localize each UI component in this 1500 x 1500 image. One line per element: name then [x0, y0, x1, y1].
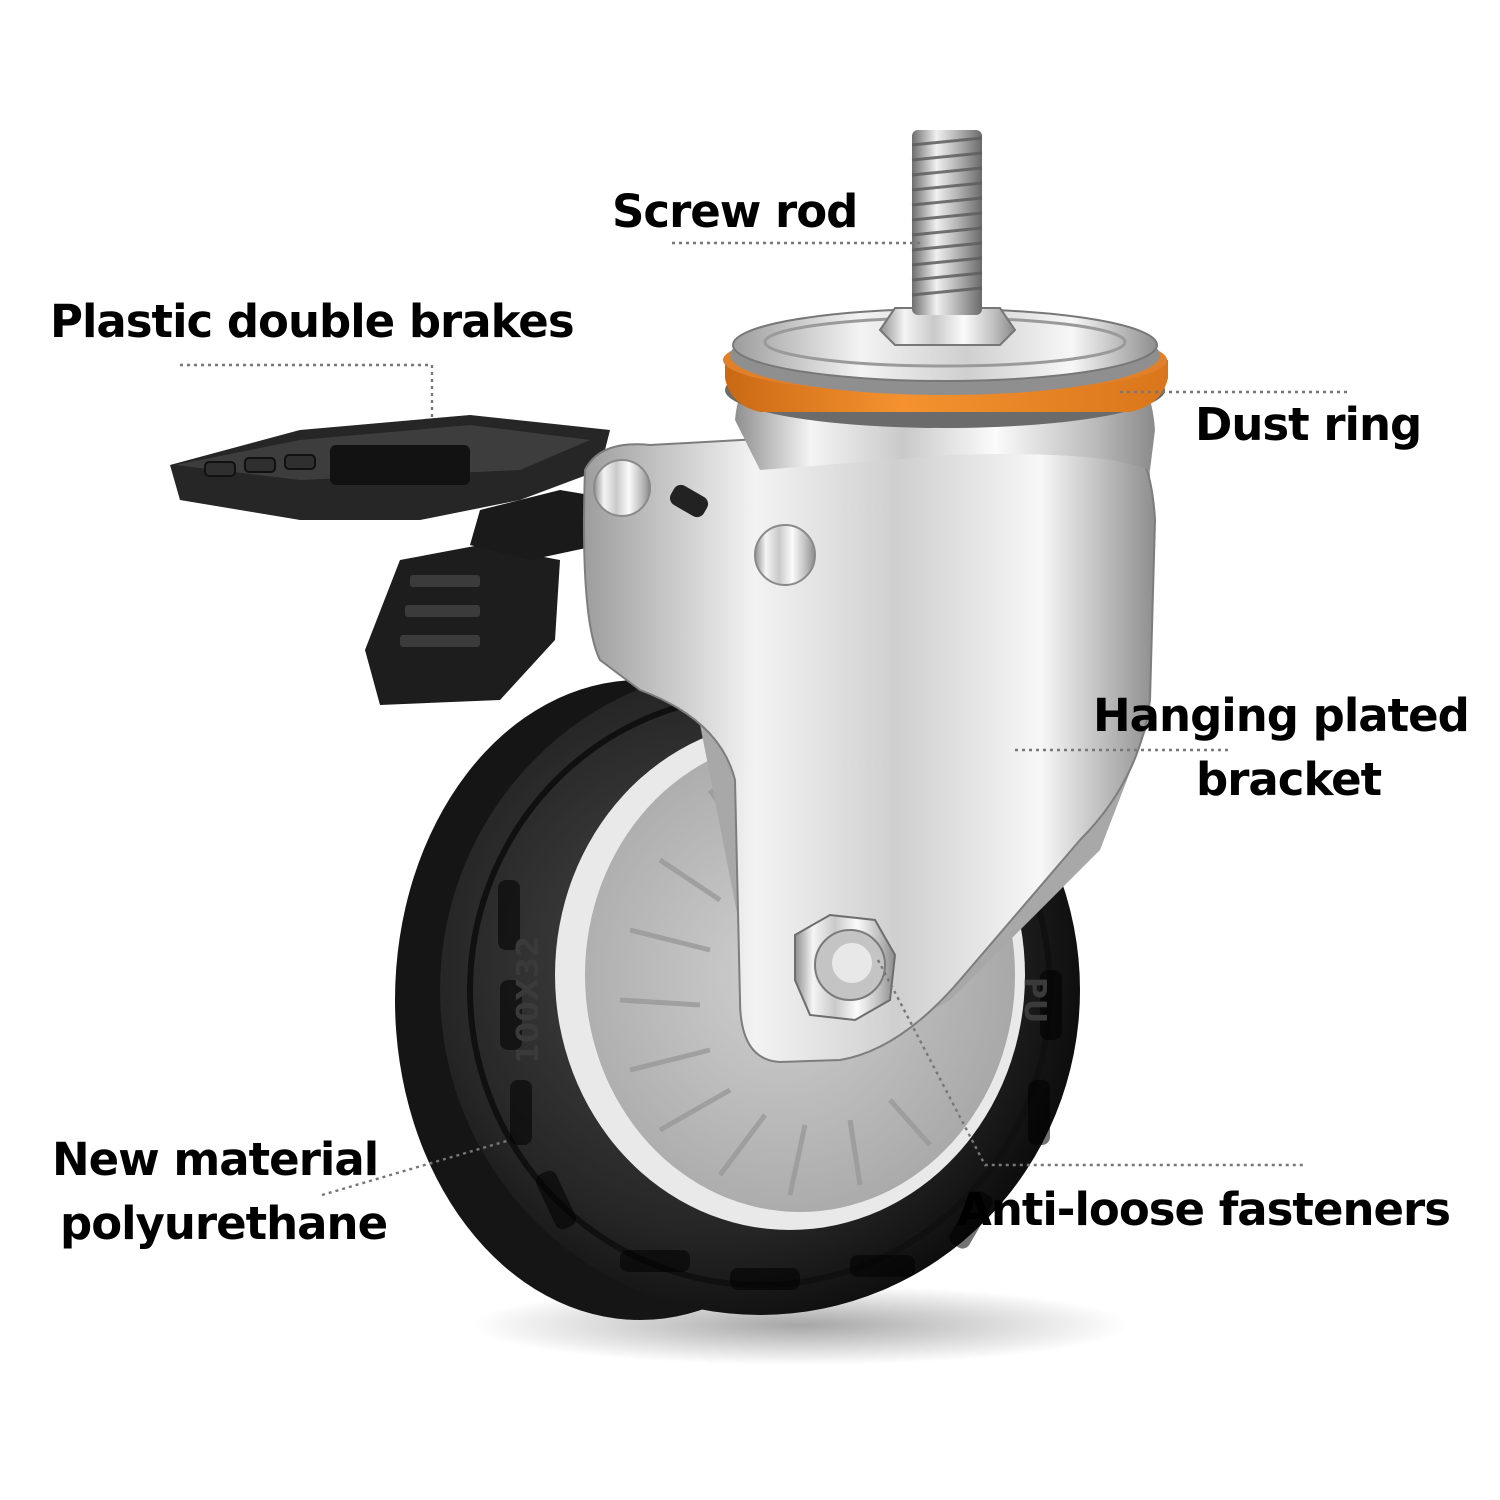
top-plate — [730, 308, 1160, 395]
label-plastic-double-brakes-line-1: Plastic double brakes — [50, 295, 575, 348]
label-new-material-line-2: polyurethane — [60, 1197, 388, 1250]
brake — [170, 415, 620, 705]
axle-nut — [794, 913, 897, 1022]
label-hanging-plated-bracket-line-1: Hanging plated — [1093, 689, 1470, 742]
bracket — [583, 350, 1157, 1064]
wheel-marking: 100X32 — [511, 936, 546, 1064]
label-screw-rod: Screw rod — [612, 180, 858, 244]
label-hanging-plated-bracket: Hanging plated bracket — [1093, 684, 1470, 812]
hub-marking: PU — [1017, 977, 1052, 1023]
label-new-material-polyurethane: New material polyurethane — [52, 1128, 388, 1256]
label-screw-rod-line-1: Screw rod — [612, 185, 858, 238]
leader-lines — [180, 241, 1350, 1197]
hub-ribs — [619, 788, 932, 1196]
label-dust-ring: Dust ring — [1195, 393, 1422, 457]
label-anti-loose-fasteners: Anti-loose fasteners — [957, 1178, 1451, 1242]
screw-rod-part — [878, 130, 1017, 346]
leader-anti-loose-fasteners — [876, 959, 1305, 1167]
label-hanging-plated-bracket-line-2: bracket — [1196, 753, 1382, 806]
tread-pads — [498, 880, 1062, 1290]
leader-plastic-double-brakes — [180, 363, 434, 420]
label-dust-ring-line-1: Dust ring — [1195, 398, 1422, 451]
label-anti-loose-fasteners-line-1: Anti-loose fasteners — [957, 1183, 1451, 1236]
label-plastic-double-brakes: Plastic double brakes — [50, 290, 575, 354]
leader-new-material — [321, 1138, 511, 1197]
label-new-material-line-1: New material — [52, 1133, 379, 1186]
